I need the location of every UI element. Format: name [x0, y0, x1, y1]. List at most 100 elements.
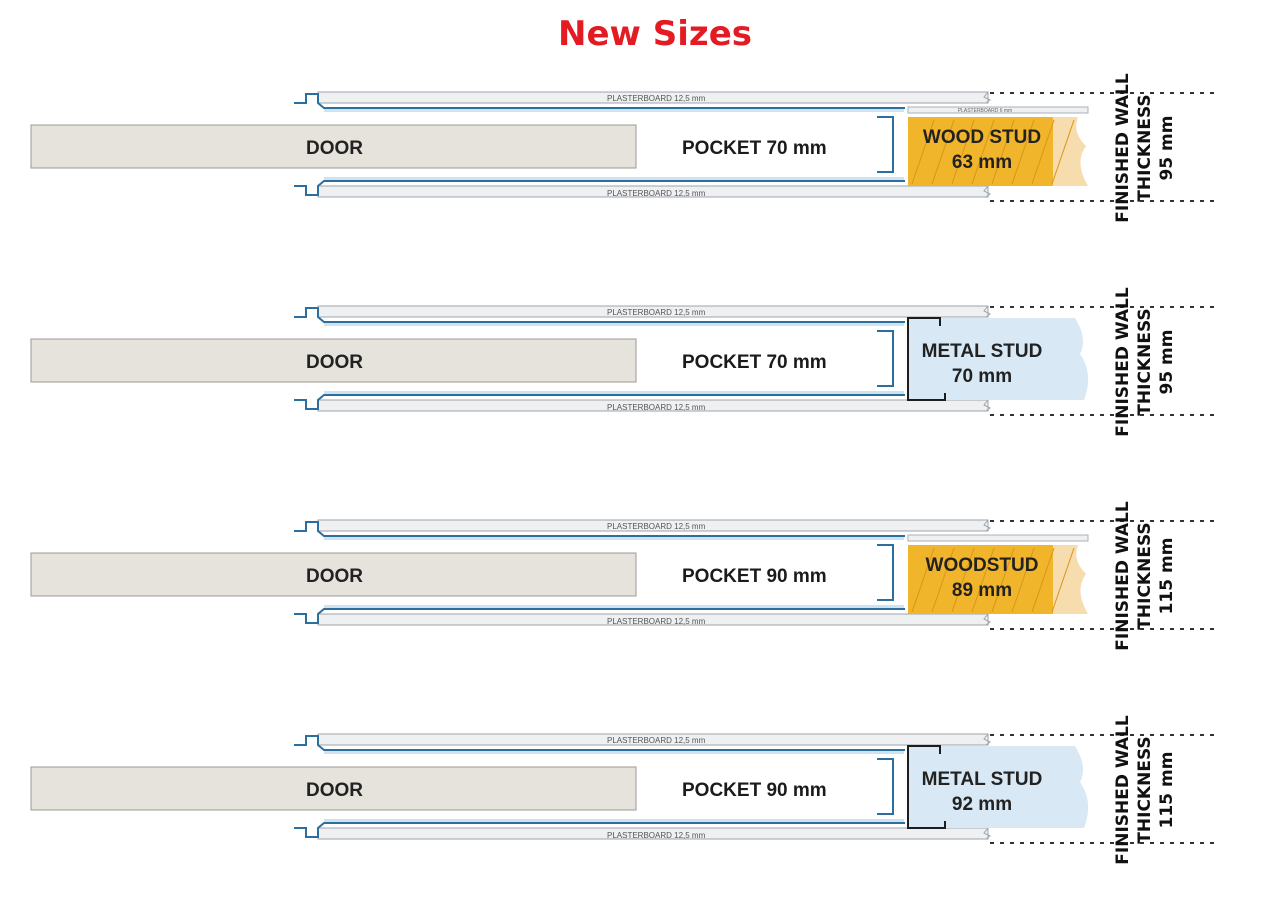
wood-grain-end — [1053, 545, 1088, 614]
wood-grain-line — [1011, 547, 1035, 613]
wood-grain-line — [951, 547, 975, 613]
pocket-profile-top — [294, 307, 905, 323]
wall-section-drawing: PLASTERBOARD 12,5 mm PLASTERBOARD 12,5 mm… — [30, 305, 1220, 416]
plasterboard-bottom-label: PLASTERBOARD 12,5 mm — [607, 831, 706, 840]
wall-thickness-line-3: 115 mm — [1157, 537, 1177, 615]
wood-grain-line — [991, 547, 1015, 613]
profile-shadow-bottom — [324, 177, 904, 180]
wood-grain-line — [1031, 119, 1055, 185]
wall-section-drawing: PLASTERBOARD 6 mm PLASTERBOARD 12,5 mm PLA… — [30, 91, 1220, 202]
pocket-size: 70 mm — [766, 352, 826, 373]
break-mark-bottom — [983, 185, 991, 198]
wood-grain-line — [911, 547, 935, 613]
thin-plasterboard — [907, 106, 1089, 114]
profile-shadow-top — [324, 109, 904, 112]
wood-grain-line — [971, 119, 995, 185]
plasterboard-bottom-label: PLASTERBOARD 12,5 mm — [607, 617, 706, 626]
wall-section-1: PLASTERBOARD 6 mm PLASTERBOARD 12,5 mm PLA… — [0, 73, 1280, 240]
pocket-word: POCKET — [682, 780, 766, 801]
door-slab — [30, 766, 637, 811]
door-slab — [30, 338, 637, 383]
wood-grain-line — [971, 547, 995, 613]
wall-thickness-line-3: 115 mm — [1157, 751, 1177, 829]
plasterboard-bottom-label: PLASTERBOARD 12,5 mm — [607, 403, 706, 412]
pocket-profile-bottom — [294, 180, 905, 196]
stud-label-line2: 63 mm — [952, 152, 1012, 173]
metal-stud-block — [908, 318, 1089, 400]
wall-section-drawing: PLASTERBOARD 12,5 mm PLASTERBOARD 12,5 mm… — [30, 519, 1220, 630]
stud-label-line2: 70 mm — [952, 366, 1012, 387]
door-label: DOOR — [306, 352, 363, 373]
metal-stud-profile — [907, 745, 946, 829]
wood-grain-end — [1053, 117, 1088, 186]
door-label: DOOR — [306, 780, 363, 801]
wall-thickness-line-1: FINISHED WALL — [1113, 287, 1133, 437]
pocket-word: POCKET — [682, 138, 766, 159]
wall-thickness-line-3: 95 mm — [1157, 115, 1177, 181]
pocket-profile-top — [294, 735, 905, 751]
wall-thickness-line-1: FINISHED WALL — [1113, 501, 1133, 651]
pocket-size: 90 mm — [766, 566, 826, 587]
wood-grain-line — [1011, 119, 1035, 185]
break-mark-top — [983, 733, 991, 746]
door-slab — [30, 552, 637, 597]
wood-grain-line — [1051, 547, 1075, 613]
pocket-end-cap — [877, 758, 894, 815]
profile-shadow-top — [324, 537, 904, 540]
wood-grain-line — [911, 119, 935, 185]
pocket-size: 70 mm — [766, 138, 826, 159]
break-mark-bottom — [983, 613, 991, 626]
thin-plasterboard — [907, 534, 1089, 542]
wall-thickness-line-2: THICKNESS — [1135, 522, 1155, 630]
break-mark-top — [983, 519, 991, 532]
stud-label-line1: WOOD STUD — [923, 127, 1041, 148]
pocket-profile-bottom — [294, 822, 905, 838]
plasterboard-top-label: PLASTERBOARD 12,5 mm — [607, 308, 706, 317]
door-label: DOOR — [306, 566, 363, 587]
wood-stud-block — [908, 117, 1053, 186]
thin-plasterboard-label: PLASTERBOARD 6 mm — [958, 108, 1012, 114]
wood-grain-line — [1031, 547, 1055, 613]
wall-thickness-line-2: THICKNESS — [1135, 94, 1155, 202]
profile-shadow-top — [324, 323, 904, 326]
profile-shadow-top — [324, 751, 904, 754]
stud-label-line2: 92 mm — [952, 794, 1012, 815]
stud-label-line2: 89 mm — [952, 580, 1012, 601]
pocket-profile-top — [294, 93, 905, 109]
plasterboard-top-label: PLASTERBOARD 12,5 mm — [607, 522, 706, 531]
wall-thickness-line-1: FINISHED WALL — [1113, 715, 1133, 865]
break-mark-top — [983, 305, 991, 318]
wall-section-drawing: PLASTERBOARD 12,5 mm PLASTERBOARD 12,5 mm… — [30, 733, 1220, 844]
pocket-label: POCKET 70 mm — [682, 138, 827, 159]
wall-thickness-line-3: 95 mm — [1157, 329, 1177, 395]
pocket-word: POCKET — [682, 352, 766, 373]
door-label: DOOR — [306, 138, 363, 159]
pocket-end-cap — [877, 116, 894, 173]
wall-thickness-line-2: THICKNESS — [1135, 736, 1155, 844]
plasterboard-top-label: PLASTERBOARD 12,5 mm — [607, 94, 706, 103]
stud-label-line1: METAL STUD — [922, 769, 1043, 790]
wood-grain-line — [1051, 119, 1075, 185]
wall-thickness-line-1: FINISHED WALL — [1113, 73, 1133, 223]
wall-section-2: PLASTERBOARD 12,5 mm PLASTERBOARD 12,5 mm… — [0, 287, 1280, 454]
profile-shadow-bottom — [324, 605, 904, 608]
plasterboard-bottom-label: PLASTERBOARD 12,5 mm — [607, 189, 706, 198]
wood-grain-line — [931, 547, 955, 613]
profile-shadow-bottom — [324, 391, 904, 394]
wood-grain-line — [951, 119, 975, 185]
page-title: New Sizes — [558, 14, 752, 54]
wall-section-3: PLASTERBOARD 12,5 mm PLASTERBOARD 12,5 mm… — [0, 501, 1280, 668]
plasterboard-top-label: PLASTERBOARD 12,5 mm — [607, 736, 706, 745]
profile-shadow-bottom — [324, 819, 904, 822]
break-mark-top — [983, 91, 991, 104]
pocket-label: POCKET 90 mm — [682, 566, 827, 587]
pocket-size: 90 mm — [766, 780, 826, 801]
metal-stud-profile — [907, 317, 946, 401]
pocket-word: POCKET — [682, 566, 766, 587]
pocket-end-cap — [877, 544, 894, 601]
door-slab — [30, 124, 637, 169]
wood-grain-line — [991, 119, 1015, 185]
